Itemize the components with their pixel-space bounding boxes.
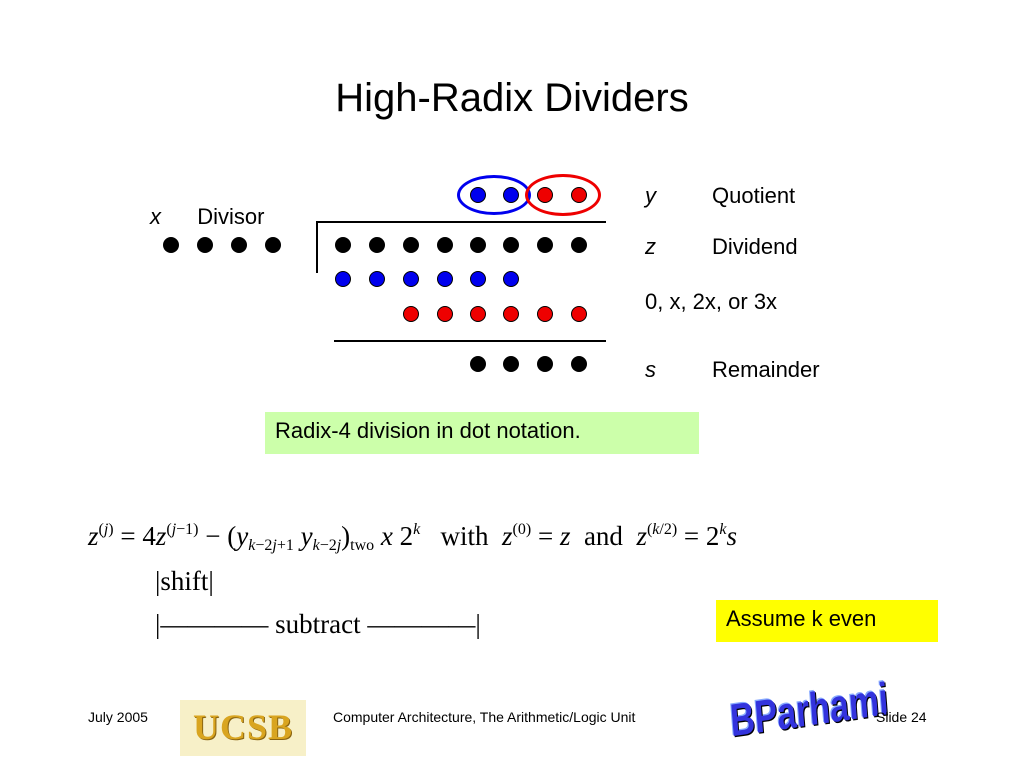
shift-annotation: |shift| [155,566,214,596]
blue-digit-oval [457,175,531,215]
blue-partial-dot [503,271,519,287]
remainder-symbol: s [645,357,656,382]
division-bracket-side [316,221,318,273]
blue-partial-dot [403,271,419,287]
division-bracket-top [316,221,606,223]
divisor-text: Divisor [197,204,265,229]
ucsb-logo-text: UCSB [192,707,294,747]
footer-date: July 2005 [88,709,148,725]
result-line [334,340,606,342]
red-partial-dot [503,306,519,322]
remainder-dot [537,356,553,372]
remainder-dot [503,356,519,372]
dividend-dot [437,237,453,253]
blue-partial-dot [437,271,453,287]
red-partial-dot [437,306,453,322]
red-digit-oval [525,174,601,216]
assumption-note-text: Assume k even [726,606,877,631]
slide-number: Slide 24 [876,709,927,725]
divisor-label: x Divisor [150,204,264,230]
blue-partial-dot [335,271,351,287]
remainder-label: Remainder [712,357,820,382]
blue-partial-dot [369,271,385,287]
dividend-dot [470,237,486,253]
subtract-annotation: |———— subtract ————| [155,609,481,639]
recurrence-formula: z(j) = 4z(j−1) − (yk−2j+1 yk−2j)two x 2k… [88,521,738,554]
divisor-symbol: x [150,204,161,229]
author-signature-text: BParhami [728,673,891,748]
remainder-dot [470,356,486,372]
divisor-dot [197,237,213,253]
remainder-dot [571,356,587,372]
footer-course: Computer Architecture, The Arithmetic/Lo… [333,709,636,725]
multiple-options-label: 0, x, 2x, or 3x [645,289,778,314]
red-partial-dot [403,306,419,322]
author-signature-logo: BParhami [728,674,890,758]
dividend-label: Dividend [712,234,798,259]
dividend-dot [537,237,553,253]
divisor-dot [163,237,179,253]
dividend-dot [369,237,385,253]
slide-title: High-Radix Dividers [335,76,689,120]
divisor-dot [265,237,281,253]
dividend-dot [571,237,587,253]
quotient-label: Quotient [712,183,796,208]
ucsb-logo: UCSB [180,700,306,756]
diagram-caption: Radix-4 division in dot notation. [265,412,699,454]
dividend-dot [503,237,519,253]
red-partial-dot [537,306,553,322]
red-partial-dot [470,306,486,322]
assumption-note: Assume k even [716,600,938,642]
red-partial-dot [571,306,587,322]
blue-partial-dot [470,271,486,287]
dividend-symbol: z [645,234,656,259]
dividend-dot [335,237,351,253]
dividend-dot [403,237,419,253]
quotient-symbol: y [645,183,656,208]
divisor-dot [231,237,247,253]
